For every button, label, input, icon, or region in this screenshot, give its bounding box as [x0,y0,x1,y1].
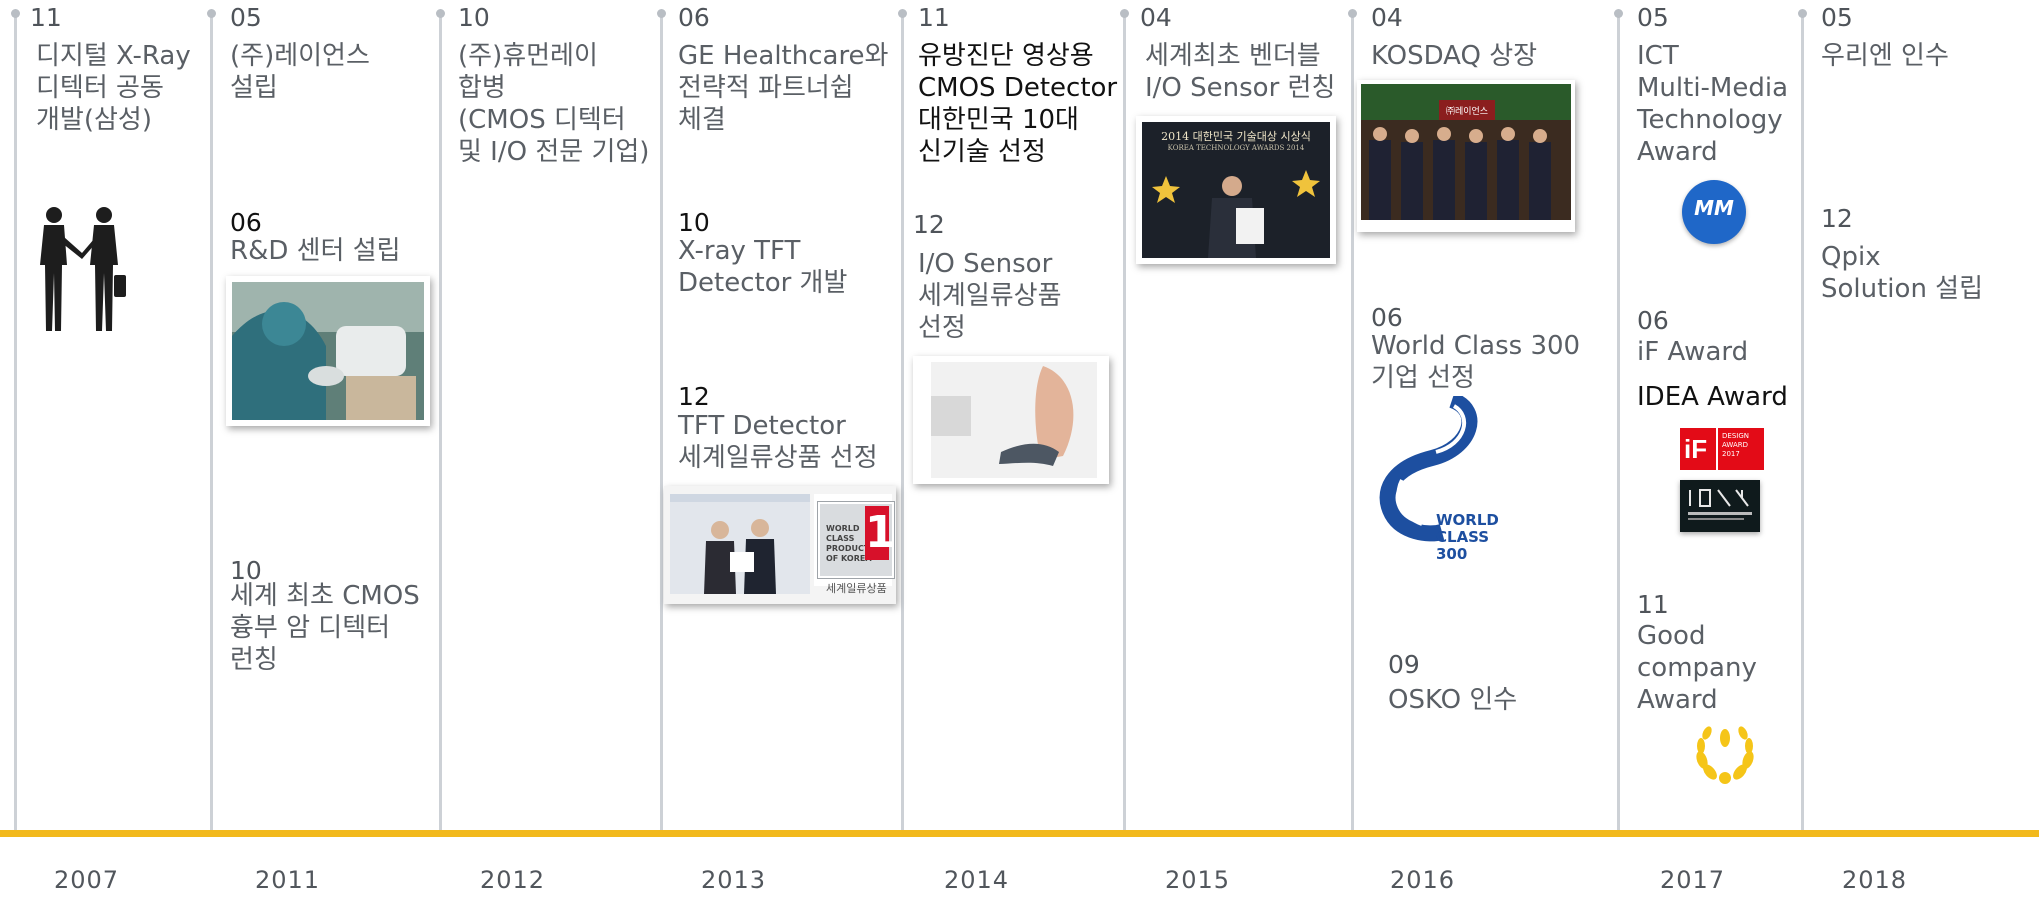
event-month: 11 [918,3,950,32]
year-label: 2017 [1660,866,1726,894]
event-month: 04 [1371,3,1403,32]
event-month: 04 [1140,3,1172,32]
io-sensor-photo [913,356,1109,484]
event-month: 06 [1637,306,1669,335]
event-month: 06 [678,3,710,32]
timeline-dot [11,9,20,18]
event-month: 12 [678,382,710,411]
timeline-divider [14,12,17,834]
event-month: 05 [1637,3,1669,32]
event-text: OSKO 인수 [1388,685,1518,715]
year-label: 2013 [701,866,767,894]
timeline-divider [901,12,904,834]
badge-caption: 세계일류상품 [826,582,887,595]
timeline-divider [1801,12,1804,834]
year-label: 2018 [1842,866,1908,894]
year-label: 2012 [480,866,546,894]
timeline-axis [0,830,2039,837]
event-text: IDEA Award [1637,382,1788,412]
kosdaq-listing-photo: ㈜레이언스 [1357,80,1575,232]
timeline-dot [1348,9,1357,18]
year-label: 2011 [255,866,321,894]
idea-award-logo [1680,480,1760,532]
timeline-divider [1617,12,1620,834]
event-month: 06 [230,208,262,237]
timeline-dot [1120,9,1129,18]
handshake-illustration [36,203,126,333]
tech-award-photo: 2014 대한민국 기술대상 시상식 KOREA TECHNOLOGY AWAR… [1136,116,1336,264]
event-text: iF Award [1637,337,1749,367]
timeline-dot [436,9,445,18]
event-month: 05 [230,3,262,32]
event-month: 10 [230,556,262,585]
timeline-dot [657,9,666,18]
timeline-dot [1798,9,1807,18]
event-text: KOSDAQ 상장 [1371,41,1538,71]
event-month: 12 [913,210,945,239]
timeline-divider [1123,12,1126,834]
timeline-divider [210,12,213,834]
timeline-dot [1614,9,1623,18]
rnd-lab-photo [226,276,430,426]
timeline-divider [439,12,442,834]
year-label: 2007 [54,866,120,894]
timeline-dot [898,9,907,18]
mm-award-logo: MM [1682,180,1746,244]
event-month: 09 [1388,650,1420,679]
event-month: 10 [678,208,710,237]
laurel-icon [1690,720,1760,790]
timeline-divider [1351,12,1354,834]
event-month: 11 [30,3,62,32]
event-month: 12 [1821,204,1853,233]
event-month: 10 [458,3,490,32]
event-text: 우리엔 인수 [1821,41,1949,71]
event-month: 06 [1371,303,1403,332]
timeline-divider [660,12,663,834]
event-month: 11 [1637,590,1669,619]
timeline-dot [207,9,216,18]
event-month: 05 [1821,3,1853,32]
year-label: 2015 [1165,866,1231,894]
event-text: R&D 센터 설립 [230,236,401,266]
year-label: 2014 [944,866,1010,894]
year-label: 2016 [1390,866,1456,894]
